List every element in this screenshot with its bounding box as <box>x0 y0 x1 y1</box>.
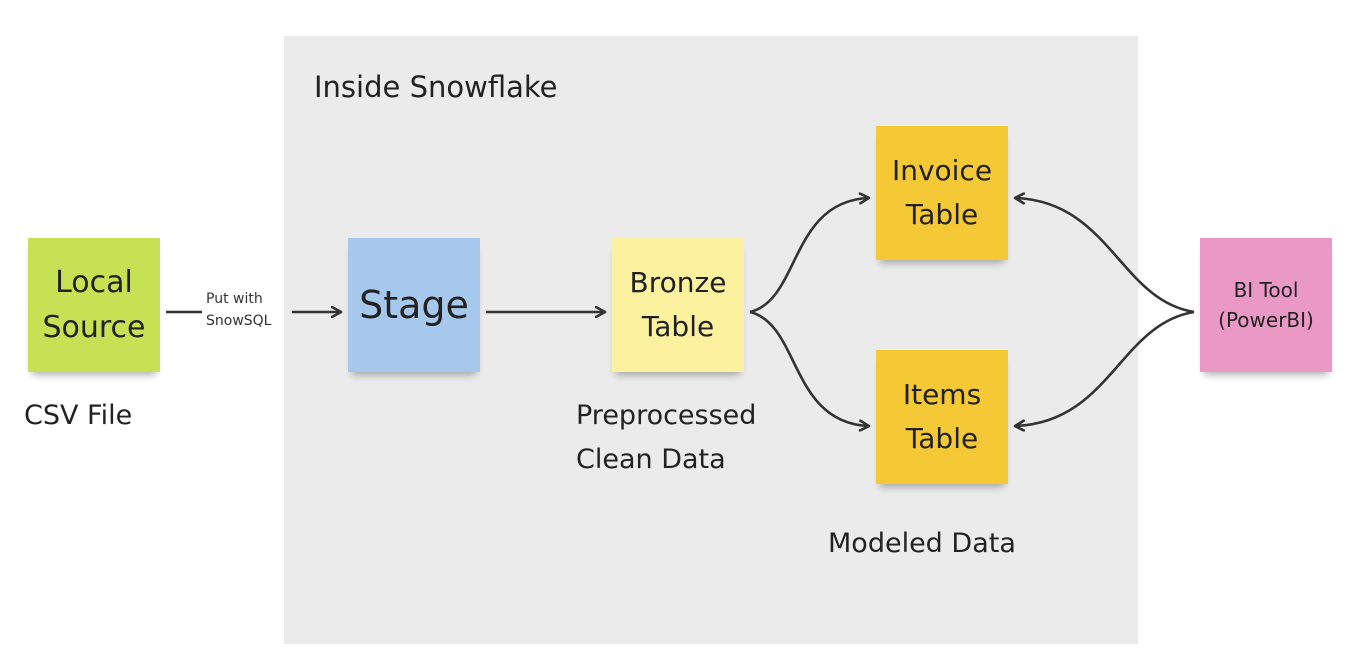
snowflake-region-title: Inside Snowflake <box>314 70 558 104</box>
arrow-bronze-to-items <box>749 310 868 426</box>
bronze-table-note[interactable]: Bronze Table <box>612 238 744 372</box>
csv-file-caption: CSV File <box>24 400 133 431</box>
preprocessed-line1: Preprocessed <box>576 400 757 431</box>
arrow-bronze-to-invoice <box>749 198 868 314</box>
put-with-snowsql-label: Put with SnowSQL <box>206 288 271 332</box>
bi-line1: BI Tool <box>1233 278 1299 302</box>
local-source-line1: Local <box>55 265 133 300</box>
invoice-table-note[interactable]: Invoice Table <box>876 126 1008 260</box>
items-table-note[interactable]: Items Table <box>876 350 1008 484</box>
put-label-line2: SnowSQL <box>206 313 272 329</box>
invoice-line1: Invoice <box>891 154 993 187</box>
stage-label: Stage <box>359 283 469 327</box>
items-line1: Items <box>902 378 982 411</box>
local-source-line2: Source <box>42 310 146 345</box>
bronze-line1: Bronze <box>629 266 727 299</box>
arrow-bi-to-items <box>1016 310 1195 426</box>
local-source-note[interactable]: Local Source <box>28 238 160 372</box>
stage-note[interactable]: Stage <box>348 238 480 372</box>
bi-line2: (PowerBI) <box>1218 308 1314 332</box>
bi-tool-note[interactable]: BI Tool (PowerBI) <box>1200 238 1332 372</box>
preprocessed-caption: Preprocessed Clean Data <box>576 394 756 482</box>
items-line2: Table <box>905 422 979 455</box>
put-label-line1: Put with <box>206 291 263 307</box>
preprocessed-line2: Clean Data <box>576 444 726 475</box>
invoice-line2: Table <box>905 198 979 231</box>
bronze-line2: Table <box>641 310 715 343</box>
modeled-data-caption: Modeled Data <box>828 528 1016 559</box>
arrow-bi-to-invoice <box>1016 198 1195 314</box>
